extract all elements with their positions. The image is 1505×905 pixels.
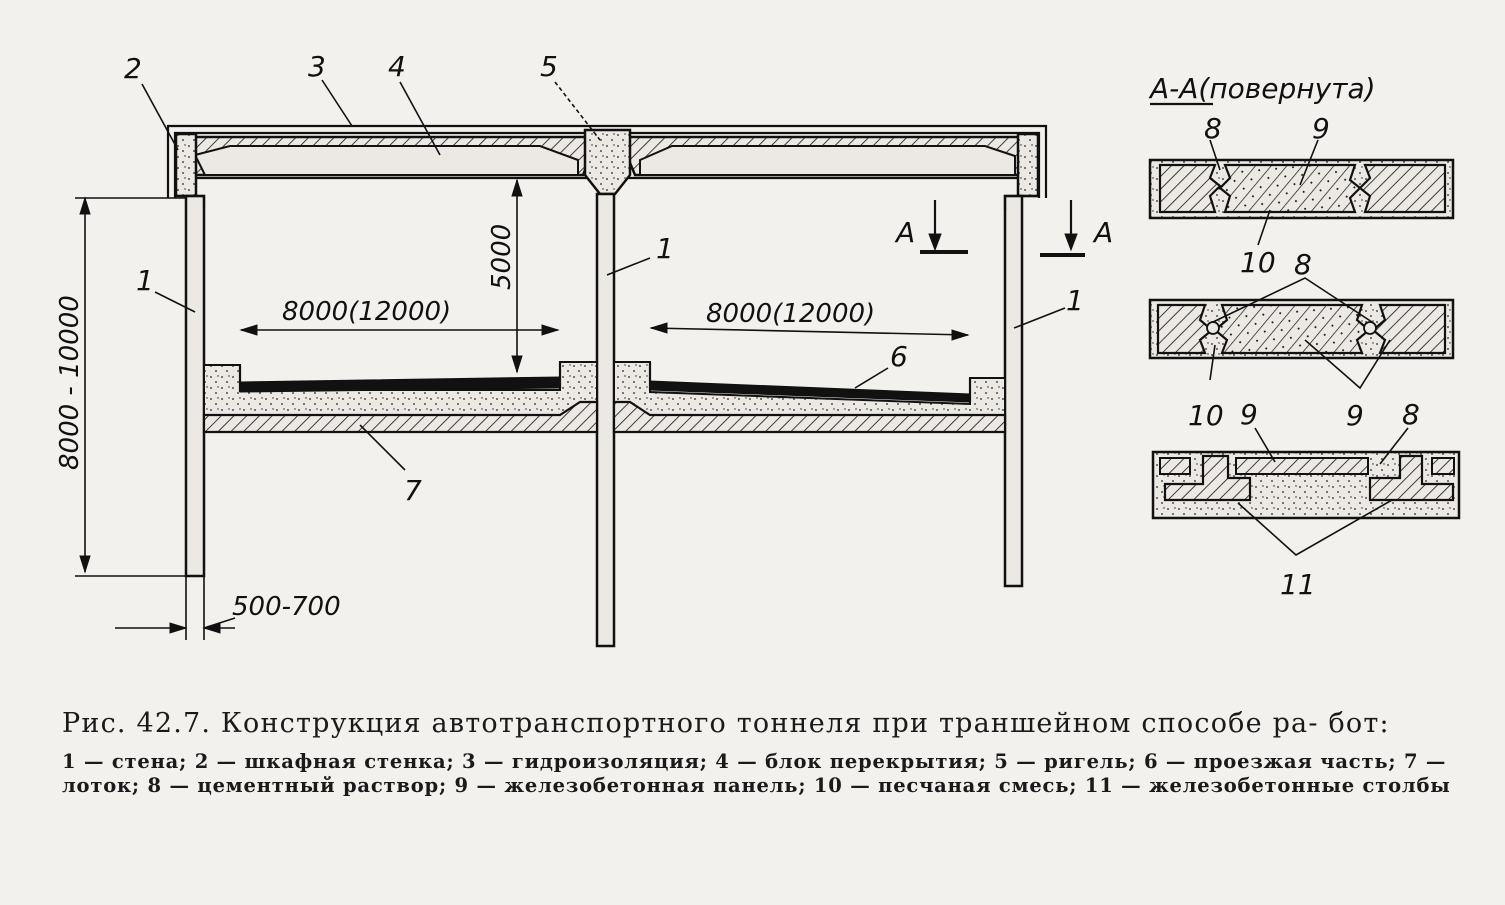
callout-3: 3 <box>308 50 326 83</box>
dimension-lines <box>75 178 970 640</box>
wall-right-1 <box>1003 194 1024 588</box>
section-variant-3 <box>1151 450 1461 520</box>
callout-10-v2: 10 <box>1188 399 1224 432</box>
callout-8-v3: 8 <box>1402 398 1420 431</box>
dim-clear-height: 5000 <box>487 224 517 290</box>
tunnel-cross-section-diagram: 8000 - 10000 5000 8000(12000) 8000(12000… <box>55 50 1461 648</box>
section-marks <box>920 200 1085 257</box>
section-aa-title: A-A(повернута) <box>1148 72 1376 105</box>
callout-1-middle: 1 <box>656 232 674 265</box>
dim-height-total: 8000 - 10000 <box>55 295 85 470</box>
callout-11: 11 <box>1280 568 1316 601</box>
dim-span-left: 8000(12000) <box>282 297 451 327</box>
callout-8-v2: 8 <box>1294 248 1312 281</box>
section-variant-1 <box>1148 158 1455 220</box>
section-mark-left: A <box>894 216 915 249</box>
roof-slab-inner-right <box>639 145 1016 176</box>
figure-caption: Рис. 42.7. Конструкция автотранспортного… <box>62 708 1462 798</box>
callout-10-v1: 10 <box>1240 246 1276 279</box>
callout-2: 2 <box>124 52 142 85</box>
callout-4: 4 <box>388 50 406 83</box>
tray-7 <box>202 400 599 434</box>
roof-slab-inner <box>193 145 579 176</box>
caption-title: Рис. 42.7. Конструкция автотранспортного… <box>62 708 1390 739</box>
cabinet-wall-right-2 <box>1016 132 1040 198</box>
callout-9-v3: 9 <box>1240 398 1258 431</box>
wall-middle-1 <box>595 192 616 648</box>
cabinet-wall-left-2 <box>174 132 198 198</box>
dim-wall-thickness: 500-700 <box>232 592 341 622</box>
section-variant-2 <box>1148 298 1455 360</box>
callout-1-right: 1 <box>1066 284 1084 317</box>
callout-1-left: 1 <box>136 264 154 297</box>
section-mark-right: A <box>1092 216 1113 249</box>
callout-6: 6 <box>890 340 908 373</box>
tray-7-right <box>612 400 1007 434</box>
dim-span-right: 8000(12000) <box>706 299 875 329</box>
wall-left-1 <box>184 194 206 578</box>
callout-8-v1: 8 <box>1204 112 1222 145</box>
callout-7: 7 <box>404 474 422 507</box>
callout-9-v1: 9 <box>1312 112 1330 145</box>
callout-9-v2: 9 <box>1346 399 1364 432</box>
girder-5 <box>583 128 632 196</box>
tunnel-section <box>166 124 1048 648</box>
callout-5: 5 <box>540 50 558 83</box>
caption-legend: 1 — стена; 2 — шкафная стенка; 3 — гидро… <box>62 750 1451 797</box>
leader-lines <box>141 79 1066 471</box>
